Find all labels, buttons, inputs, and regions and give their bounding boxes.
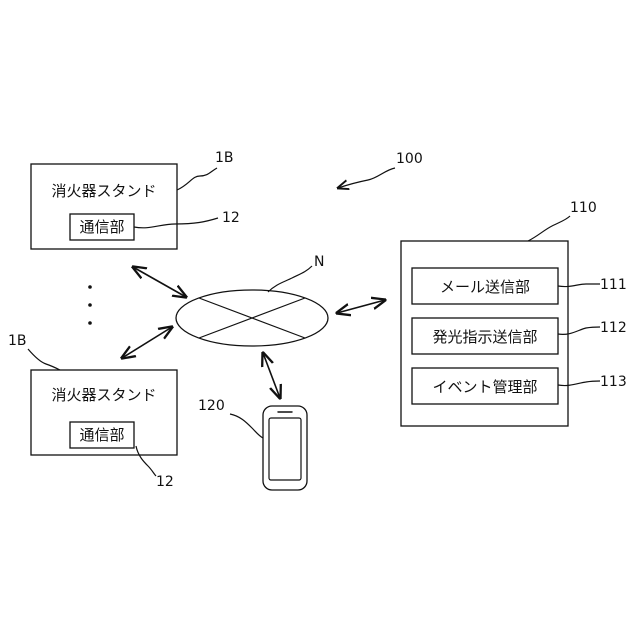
arrow-stand-bottom-network: [122, 327, 172, 358]
phone-ref-leader: [230, 414, 263, 438]
event-management-unit-ref-leader: [558, 381, 600, 386]
light-instruction-unit-label: 発光指示送信部: [432, 328, 537, 346]
light-instruction-unit-ref: 112: [600, 320, 627, 336]
phone-screen: [269, 418, 301, 480]
light-instruction-unit-ref-leader: [558, 327, 600, 334]
smartphone: [263, 406, 307, 490]
stand-bottom-ref: 1B: [8, 333, 27, 349]
extinguisher-stand-bottom: 消火器スタンド 通信部: [31, 370, 177, 455]
stand-bottom-comm-ref-leader: [136, 446, 156, 476]
server-block: メール送信部 発光指示送信部 イベント管理部: [401, 241, 568, 426]
arrow-stand-top-network: [133, 267, 186, 297]
stand-bottom-ref-leader: [28, 349, 60, 370]
network-ref: N: [314, 254, 324, 270]
ellipsis-dots: [88, 285, 92, 325]
mail-unit-ref: 111: [600, 277, 627, 293]
event-management-unit-ref: 113: [600, 374, 627, 390]
event-management-unit-label: イベント管理部: [432, 378, 537, 396]
mail-unit-ref-leader: [558, 284, 600, 287]
stand-bottom-comm-ref: 12: [156, 474, 174, 490]
stand-top-ref: 1B: [215, 150, 234, 166]
arrow-network-server: [337, 300, 385, 313]
server-ref-leader: [528, 216, 570, 241]
mail-unit-label: メール送信部: [440, 278, 530, 296]
arrow-network-phone: [263, 353, 280, 398]
server-ref: 110: [570, 200, 597, 216]
stand-bottom-title: 消火器スタンド: [51, 386, 156, 404]
system-ref-label: 100: [396, 151, 423, 167]
network-node: [176, 290, 328, 346]
stand-top-ref-leader: [177, 168, 217, 190]
stand-top-comm-ref-leader: [134, 218, 218, 228]
stand-bottom-comm-label: 通信部: [79, 426, 124, 444]
stand-top-box: [31, 164, 177, 249]
extinguisher-stand-top: 消火器スタンド 通信部: [31, 164, 177, 249]
stand-top-title: 消火器スタンド: [51, 182, 156, 200]
system-ref-arrow: [338, 168, 395, 188]
phone-ref: 120: [198, 398, 225, 414]
network-ref-leader: [268, 266, 312, 292]
stand-top-comm-label: 通信部: [79, 218, 124, 236]
stand-top-comm-ref: 12: [222, 210, 240, 226]
